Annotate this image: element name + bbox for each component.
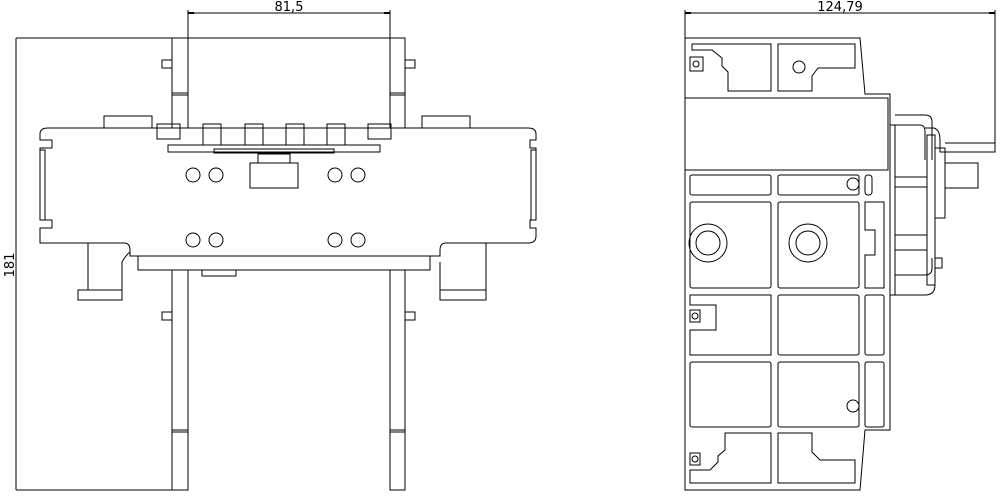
left-hinge <box>171 37 189 129</box>
terminal-blocks <box>156 123 392 154</box>
dimension-depth-label: 124,79 <box>817 0 863 15</box>
left-leg <box>171 269 189 491</box>
right-hinge <box>389 37 406 129</box>
dimension-height-label: 181 <box>3 253 18 278</box>
main-body <box>39 127 537 271</box>
right-foot <box>439 243 487 301</box>
top-cover <box>187 37 391 129</box>
side-body <box>684 37 891 491</box>
lower-plate <box>137 255 431 271</box>
shaft <box>944 162 979 189</box>
dimension-depth: 124,79 <box>684 0 996 152</box>
dimension-width: 81,5 <box>187 0 391 40</box>
front-view: 81,5 181 <box>3 0 537 491</box>
right-leg <box>389 269 406 491</box>
center-connector <box>249 162 299 189</box>
dimension-width-label: 81,5 <box>275 0 304 15</box>
side-view: 124,79 <box>684 0 996 491</box>
operating-mechanism <box>889 114 996 296</box>
mounting-holes <box>185 167 366 248</box>
dimension-height: 181 <box>3 37 172 491</box>
left-foot <box>77 243 131 301</box>
